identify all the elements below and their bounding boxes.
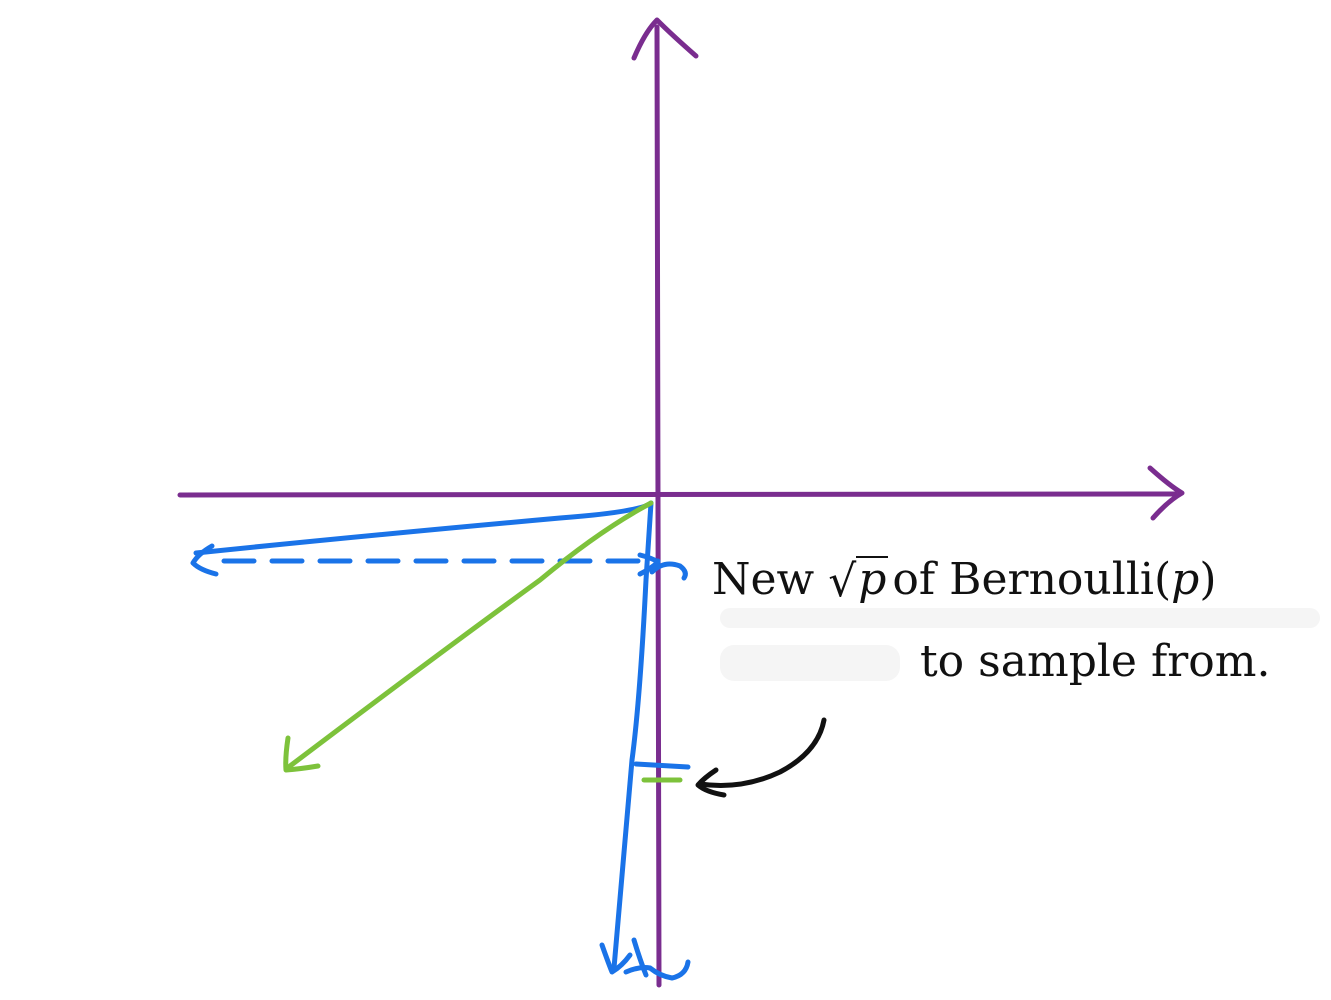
- erased-smudge: [720, 608, 1320, 681]
- green-vector-line: [287, 500, 654, 769]
- annotation-suffix: ): [1199, 554, 1217, 605]
- y-axis: [654, 24, 662, 988]
- x-axis: [177, 491, 1178, 498]
- sqrt-p: √p: [828, 554, 889, 607]
- green-vector-group: [283, 500, 683, 783]
- annotation-line-2: to sample from.: [920, 636, 1271, 687]
- x-axis-arrowhead: [1147, 465, 1185, 521]
- blue-marker-tick: [633, 761, 691, 770]
- green-vector-arrowhead: [283, 735, 321, 773]
- blue-bottom-tick: [631, 937, 649, 978]
- sqrt-radicand: p: [856, 554, 889, 605]
- blue-vector-line: [193, 500, 654, 556]
- blue-vector-arrowhead: [190, 543, 219, 577]
- sqrt-symbol: √: [828, 556, 857, 607]
- annotation-param: p: [1171, 554, 1200, 605]
- pointer-arrow-curve: [697, 717, 827, 788]
- blue-vertical-arrowhead: [599, 942, 633, 975]
- blue-tick-hook: [649, 561, 688, 581]
- coordinate-axes: [177, 17, 1185, 988]
- blue-vertical-projection: [611, 500, 654, 971]
- pointer-arrow: [695, 717, 827, 798]
- pointer-arrowhead: [695, 767, 727, 798]
- blue-vector-group: [190, 500, 691, 981]
- y-axis-arrowhead: [631, 17, 699, 61]
- annotation-middle: of Bernoulli(: [892, 554, 1172, 605]
- annotation-prefix: New: [712, 554, 815, 605]
- blue-bottom-hook: [623, 959, 691, 981]
